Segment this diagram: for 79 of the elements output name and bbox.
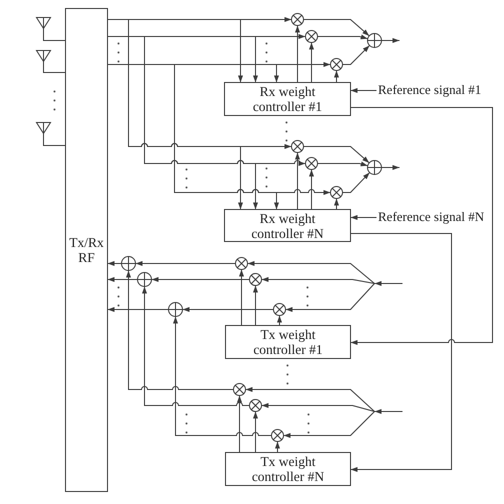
signal-arrow <box>295 25 300 83</box>
signal-arrow <box>350 107 493 345</box>
antenna-symbol <box>36 122 51 135</box>
signal-arrow <box>334 70 339 83</box>
signal-arrow <box>173 316 272 436</box>
multiplier-symbol <box>233 383 246 396</box>
signal-arrow <box>107 64 279 210</box>
signal-arrow <box>261 403 375 412</box>
signal-arrow <box>107 277 138 282</box>
rf-unit-block <box>65 8 108 492</box>
signal-arrow <box>374 409 403 414</box>
signal-arrow <box>107 261 122 266</box>
adder-symbol <box>137 272 152 287</box>
signal-arrow <box>303 19 370 36</box>
signal-arrow <box>317 34 368 40</box>
multiplier-symbol <box>249 273 262 286</box>
controller-label: Rx weight controller #1 <box>252 84 324 114</box>
signal-arrow <box>342 172 370 193</box>
signal-arrow <box>135 261 236 266</box>
adder-symbol <box>121 256 136 271</box>
signal-label: Reference signal #1 <box>376 82 482 98</box>
signal-arrow <box>107 307 169 312</box>
multiplier-symbol <box>305 30 318 43</box>
signal-arrow <box>142 286 250 406</box>
signal-arrow <box>277 315 282 326</box>
signal-arrow <box>107 36 258 210</box>
signal-arrow <box>309 169 314 210</box>
adder-symbol <box>367 33 382 48</box>
connector-line <box>43 62 66 73</box>
signal-arrow <box>381 165 400 170</box>
multiplier-symbol <box>273 303 286 316</box>
controller-label: Tx weight controller #1 <box>252 327 324 357</box>
signal-arrow <box>309 42 314 83</box>
signal-arrow <box>239 269 244 326</box>
signal-arrow <box>381 38 400 43</box>
antenna-symbol <box>36 50 51 63</box>
multiplier-symbol <box>271 429 284 442</box>
signal-arrow <box>151 277 250 282</box>
antenna-symbol <box>36 17 51 30</box>
signal-arrow <box>245 387 375 412</box>
signal-arrow <box>283 411 375 438</box>
multiplier-symbol <box>249 399 262 412</box>
rf-unit-label: Tx/Rx RF <box>68 235 105 265</box>
adder-symbol <box>367 160 382 175</box>
controller-label: Rx weight controller #N <box>250 210 325 240</box>
signal-arrow <box>253 411 258 453</box>
multiplier-symbol <box>291 140 304 153</box>
signal-arrow <box>237 395 242 453</box>
signal-arrow <box>295 152 300 210</box>
signal-arrow <box>126 270 234 390</box>
signal-arrow <box>182 307 274 312</box>
controller-block <box>224 209 351 242</box>
signal-arrow <box>261 277 375 284</box>
controller-label: Tx weight controller #N <box>250 454 326 484</box>
multiplier-symbol <box>330 58 343 71</box>
signal-arrow <box>350 88 377 93</box>
multiplier-symbol <box>305 157 318 170</box>
signal-arrow <box>317 161 368 166</box>
signal-arrow <box>374 281 403 286</box>
signal-label: Reference signal #N <box>376 209 484 225</box>
signal-arrow <box>253 285 258 326</box>
connector-line <box>43 134 66 146</box>
connector-line <box>43 29 66 41</box>
signal-arrow <box>350 215 377 220</box>
signal-arrow <box>285 283 375 312</box>
signal-arrow <box>107 19 243 210</box>
signal-arrow <box>247 261 375 284</box>
adder-symbol <box>168 302 183 317</box>
signal-arrow <box>350 233 452 472</box>
controller-block <box>224 82 351 116</box>
signal-arrow <box>334 198 339 210</box>
multiplier-symbol <box>291 13 304 26</box>
signal-arrow <box>342 44 370 65</box>
multiplier-symbol <box>330 186 343 199</box>
controller-block <box>225 325 351 359</box>
controller-block <box>225 452 351 486</box>
multiplier-symbol <box>235 257 248 270</box>
signal-arrow <box>303 146 370 164</box>
signal-arrow <box>275 441 280 453</box>
